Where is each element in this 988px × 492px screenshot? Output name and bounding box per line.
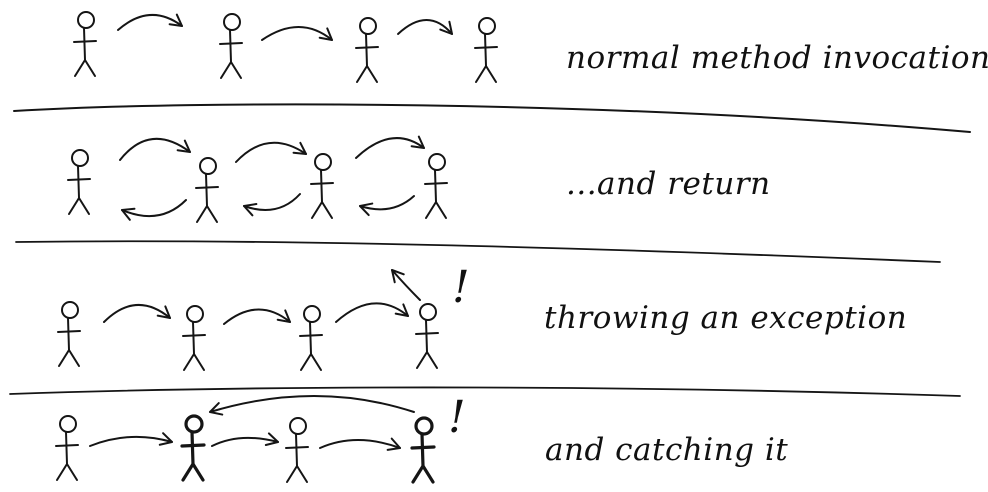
caption-catching-it: and catching it (545, 432, 789, 468)
stick-figure-thrower (410, 416, 436, 484)
separator-line-1 (13, 103, 971, 133)
stick-figure (73, 11, 97, 77)
call-arrow (319, 437, 401, 451)
stick-figure (55, 415, 79, 481)
stick-figure (424, 153, 448, 219)
caption-and-return: ...and return (566, 166, 771, 202)
caption-normal-invocation: normal method invocation (566, 40, 988, 76)
return-arrow (121, 199, 187, 221)
call-arrow (103, 304, 171, 323)
call-arrow (335, 302, 409, 323)
call-arrow (223, 308, 291, 325)
call-arrow (235, 141, 307, 163)
exclamation-mark-throw: ! (452, 262, 470, 313)
return-arrow (243, 193, 301, 217)
call-arrow (397, 19, 453, 35)
stick-figure (355, 17, 379, 83)
stick-figure (310, 153, 334, 219)
stick-figure (195, 157, 219, 223)
stick-figure (182, 305, 206, 371)
exclamation-mark-catch: ! (448, 392, 466, 443)
call-arrow (89, 432, 173, 447)
stick-figure-catcher (180, 414, 206, 482)
call-arrow (119, 137, 191, 161)
exception-arrow (391, 269, 421, 301)
separator-line-3 (9, 386, 961, 397)
stick-figure (285, 417, 309, 483)
caption-throwing-exception: throwing an exception (544, 300, 908, 336)
catch-arrow (209, 395, 415, 416)
stick-figure (474, 17, 498, 83)
stick-figure (219, 13, 243, 79)
call-arrow (211, 432, 279, 447)
separator-line-2 (15, 240, 941, 263)
call-arrow (261, 26, 333, 41)
call-arrow (117, 13, 183, 31)
call-arrow (355, 135, 425, 159)
stick-figure (67, 149, 91, 215)
stick-figure (57, 301, 81, 367)
stick-figure (299, 305, 323, 371)
stick-figure (415, 303, 439, 369)
return-arrow (359, 195, 415, 217)
